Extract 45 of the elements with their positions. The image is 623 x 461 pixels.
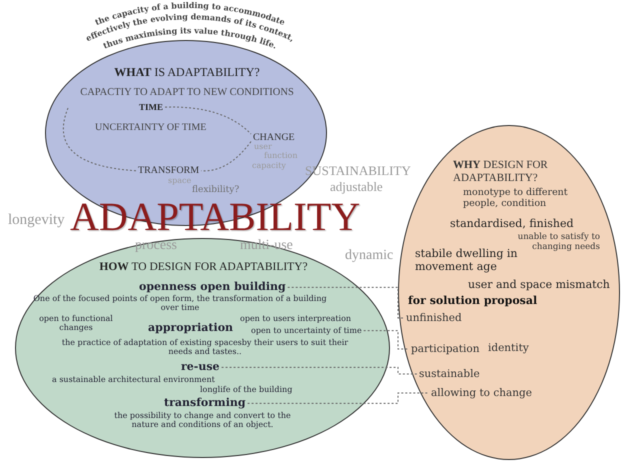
- dotted-connector: [63, 108, 136, 172]
- keyword-text: CHANGE: [253, 132, 295, 144]
- keyword-text: TIME: [139, 102, 164, 112]
- keyword-text: stabile dwelling in movement age: [415, 248, 518, 274]
- dotted-connector: [287, 286, 404, 319]
- keyword-text: longlife of the building: [200, 385, 292, 394]
- dotted-connector: [221, 366, 418, 375]
- keyword-text: function: [264, 151, 298, 160]
- keyword-text: identity: [488, 342, 529, 354]
- keyword-text: the possibility to change and convert to the nature and conditions of an object.: [113, 411, 292, 430]
- dotted-connector: [247, 392, 430, 404]
- keyword-text: re-use: [181, 361, 220, 374]
- keyword-text: for solution proposal: [408, 295, 538, 308]
- keyword-text: UNCERTAINTY OF TIME: [95, 122, 206, 134]
- keyword-text: allowing to change: [431, 387, 532, 400]
- keyword-text: the practice of adaptation of existing spacesby their users to suit their needs and tastes..: [60, 338, 350, 356]
- dotted-connector: [164, 106, 252, 134]
- keyword-text: dynamic: [345, 248, 394, 264]
- keyword-text: flexibility?: [192, 185, 240, 196]
- keyword-text: openness open building: [139, 281, 286, 294]
- keyword-text: open to functional changes: [38, 314, 114, 332]
- keyword-text: monotype to different people, condition: [463, 188, 569, 210]
- keyword-text: user and space mismatch: [468, 279, 610, 292]
- keyword-text: open to uncertainty of time: [251, 326, 362, 336]
- definition-text: CAPACTIY TO ADAPT TO NEW CONDITIONS: [79, 87, 295, 100]
- keyword-text: sustainable: [419, 368, 480, 380]
- keyword-text: standardised, finished: [450, 218, 574, 231]
- keyword-text: longevity: [8, 212, 65, 230]
- keyword-text: transforming: [164, 397, 246, 410]
- dotted-connector: [200, 141, 252, 172]
- keyword-text: appropriation: [148, 322, 234, 335]
- question-heading: WHY DESIGN FOR ADAPTABILITY?: [453, 159, 549, 184]
- keyword-text: user: [254, 142, 272, 152]
- keyword-text: space: [168, 176, 192, 186]
- keyword-text: open to users interpreation: [240, 314, 352, 324]
- keyword-text: unfinished: [406, 312, 462, 324]
- keyword-text: TRANSFORM: [138, 165, 200, 176]
- keyword-text: adjustable: [330, 180, 383, 195]
- keyword-text: participation: [411, 343, 480, 356]
- keyword-text: process: [135, 238, 177, 254]
- question-heading: HOW TO DESIGN FOR ADAPTABILITY?: [98, 261, 309, 274]
- dotted-connector: [363, 330, 410, 350]
- question-heading: WHAT IS ADAPTABILITY?: [113, 66, 261, 80]
- keyword-text: a sustainable architectural environment: [52, 375, 215, 384]
- keyword-text: capacity: [252, 161, 286, 170]
